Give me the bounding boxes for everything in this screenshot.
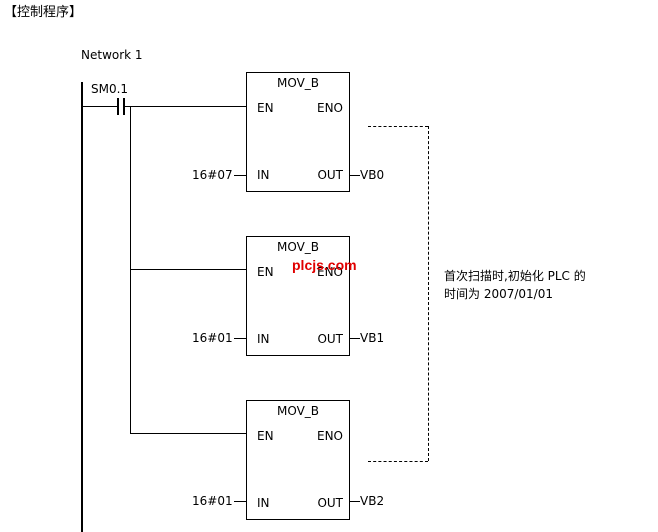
out-wire <box>350 175 360 176</box>
contact-right-bar[interactable] <box>123 98 125 115</box>
rung-wire-en-3 <box>130 433 246 434</box>
in-value: 16#01 <box>192 494 233 508</box>
out-wire <box>350 501 360 502</box>
en-pin: EN <box>257 265 274 279</box>
comment-bracket-bottom <box>368 461 428 462</box>
in-pin: IN <box>257 496 270 510</box>
rung-wire <box>83 106 117 107</box>
mov-b-block-1[interactable]: MOV_B EN ENO IN OUT <box>246 72 350 192</box>
mov-b-block-3[interactable]: MOV_B EN ENO IN OUT <box>246 400 350 520</box>
rung-wire-en-1 <box>125 106 246 107</box>
eno-pin: ENO <box>316 265 343 279</box>
in-value: 16#01 <box>192 331 233 345</box>
in-wire <box>234 175 246 176</box>
in-wire <box>234 501 246 502</box>
in-pin: IN <box>257 168 270 182</box>
block-title: MOV_B <box>276 76 320 90</box>
comment-line-2: 时间为 2007/01/01 <box>444 287 553 301</box>
watermark: plcjs.com <box>292 257 357 273</box>
rung-wire-en-2 <box>130 269 246 270</box>
comment-bracket-side <box>428 126 429 461</box>
en-pin: EN <box>257 429 274 443</box>
out-pin: OUT <box>317 496 343 510</box>
eno-pin: ENO <box>316 429 343 443</box>
block-title: MOV_B <box>276 404 320 418</box>
comment-line-1: 首次扫描时,初始化 PLC 的 <box>444 269 586 283</box>
en-pin: EN <box>257 101 274 115</box>
network-label: Network 1 <box>81 48 143 62</box>
comment-bracket-top <box>368 126 428 127</box>
out-value: VB1 <box>360 331 385 345</box>
in-value: 16#07 <box>192 168 233 182</box>
out-value: VB0 <box>360 168 385 182</box>
in-wire <box>234 338 246 339</box>
block-title: MOV_B <box>276 240 320 254</box>
mov-b-block-2[interactable]: MOV_B EN ENO IN OUT <box>246 236 350 356</box>
power-rail <box>81 82 83 532</box>
contact-left-bar[interactable] <box>117 98 119 115</box>
contact-label: SM0.1 <box>91 82 129 96</box>
out-wire <box>350 338 360 339</box>
out-pin: OUT <box>317 168 343 182</box>
out-value: VB2 <box>360 494 385 508</box>
page-title: 【控制程序】 <box>4 5 83 20</box>
in-pin: IN <box>257 332 270 346</box>
out-pin: OUT <box>317 332 343 346</box>
eno-pin: ENO <box>316 101 343 115</box>
